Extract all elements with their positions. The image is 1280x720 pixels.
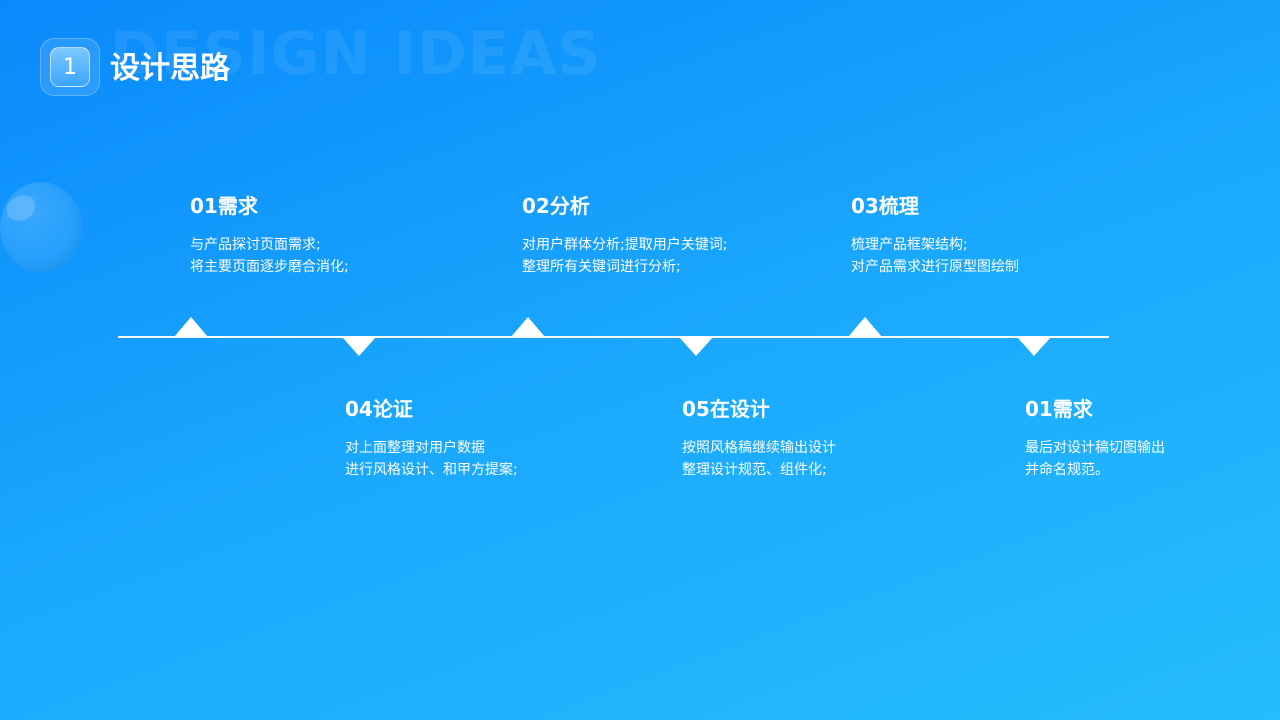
step-title: 03梳理: [851, 194, 919, 218]
step-description-line: 整理设计规范、组件化;: [682, 462, 827, 478]
step-description-line: 将主要页面逐步磨合消化;: [190, 259, 349, 275]
timeline-marker-down-1: [342, 337, 376, 356]
step-title: 01需求: [190, 194, 258, 218]
step-title: 04论证: [345, 397, 413, 421]
step-title: 01需求: [1025, 397, 1093, 421]
timeline-marker-down-3: [1017, 337, 1051, 356]
timeline-marker-up-2: [511, 317, 545, 337]
step-description-line: 对产品需求进行原型图绘制: [851, 259, 1019, 275]
step-description-line: 对用户群体分析;提取用户关键词;: [522, 237, 728, 253]
decorative-bubble: [0, 182, 82, 272]
step-description-line: 按照风格稿继续输出设计: [682, 440, 836, 456]
step-description-line: 进行风格设计、和甲方提案;: [345, 462, 518, 478]
step-description: 对上面整理对用户数据 进行风格设计、和甲方提案;: [345, 437, 645, 481]
section-number-badge: 1: [40, 38, 100, 96]
watermark-text: DESIGN IDEAS: [110, 19, 602, 89]
timeline-marker-up-3: [848, 317, 882, 337]
timeline-marker-down-2: [679, 337, 713, 356]
step-title: 05在设计: [682, 397, 770, 421]
page-title: 设计思路: [110, 51, 230, 86]
step-description: 按照风格稿继续输出设计 整理设计规范、组件化;: [682, 437, 982, 481]
step-description-line: 整理所有关键词进行分析;: [522, 259, 681, 275]
step-description-line: 与产品探讨页面需求;: [190, 237, 321, 253]
step-description: 对用户群体分析;提取用户关键词; 整理所有关键词进行分析;: [522, 234, 822, 278]
step-description-line: 最后对设计稿切图输出: [1025, 440, 1165, 456]
step-description: 与产品探讨页面需求; 将主要页面逐步磨合消化;: [190, 234, 490, 278]
step-description-line: 梳理产品框架结构;: [851, 237, 968, 253]
step-description-line: 并命名规范。: [1025, 462, 1109, 478]
step-title: 02分析: [522, 194, 590, 218]
section-number: 1: [50, 47, 90, 87]
step-card-final-output: 01需求 最后对设计稿切图输出 并命名规范。: [1025, 399, 1255, 481]
step-description-line: 对上面整理对用户数据: [345, 440, 485, 456]
step-card-01-requirement: 01需求 与产品探讨页面需求; 将主要页面逐步磨合消化;: [190, 196, 490, 278]
step-card-04-validation: 04论证 对上面整理对用户数据 进行风格设计、和甲方提案;: [345, 399, 645, 481]
step-card-02-analysis: 02分析 对用户群体分析;提取用户关键词; 整理所有关键词进行分析;: [522, 196, 822, 278]
step-description: 梳理产品框架结构; 对产品需求进行原型图绘制: [851, 234, 1151, 278]
step-card-05-redesign: 05在设计 按照风格稿继续输出设计 整理设计规范、组件化;: [682, 399, 982, 481]
step-description: 最后对设计稿切图输出 并命名规范。: [1025, 437, 1255, 481]
timeline-marker-up-1: [174, 317, 208, 337]
step-card-03-organize: 03梳理 梳理产品框架结构; 对产品需求进行原型图绘制: [851, 196, 1151, 278]
